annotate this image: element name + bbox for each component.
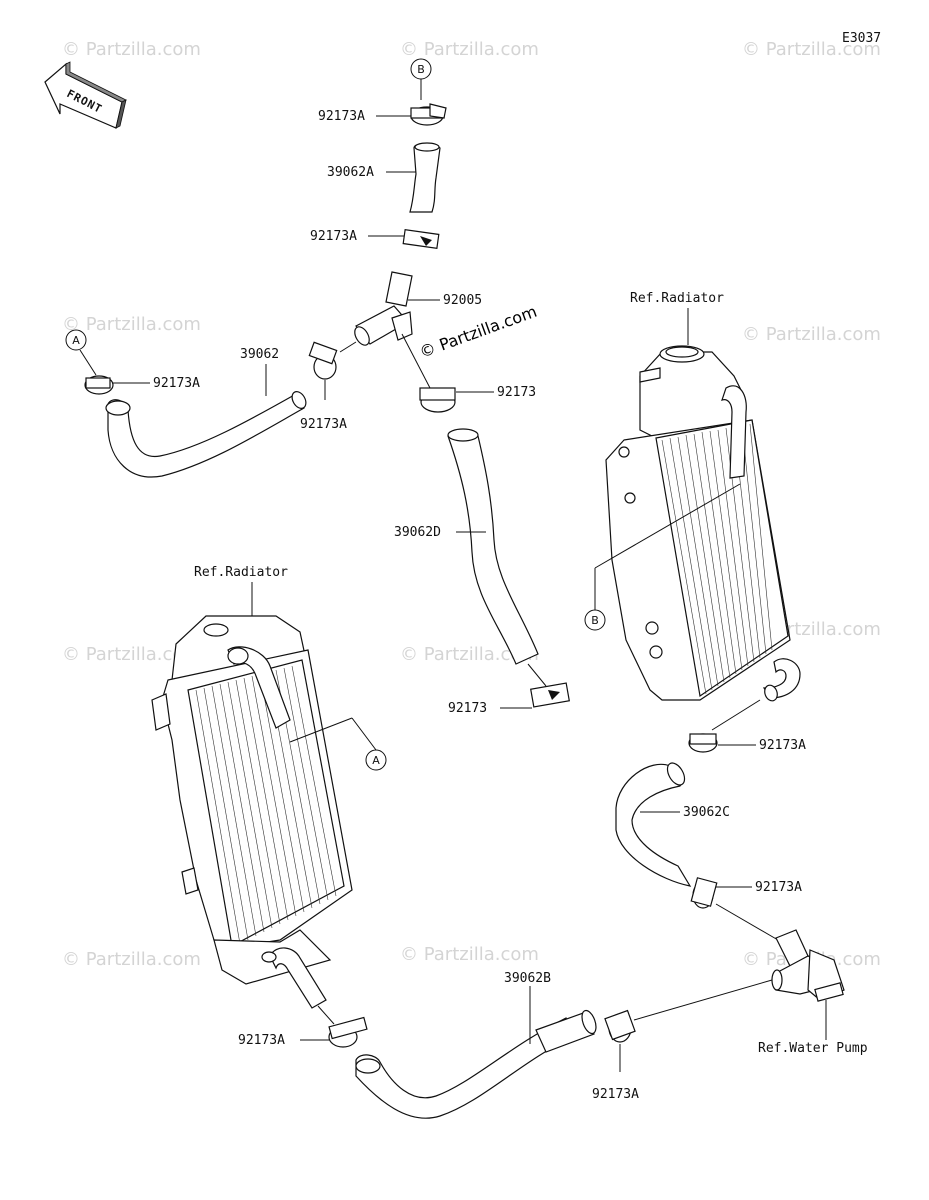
marker-b-label: B [417, 63, 425, 76]
part-label-hose-left-upper: 39062 [240, 347, 279, 362]
hose-left-upper [107, 393, 305, 478]
marker-a-label: A [72, 334, 80, 347]
marker-b-label: B [591, 614, 599, 627]
radiator-left [151, 615, 353, 1009]
ref-water-pump: Ref.Water Pump [758, 1041, 868, 1056]
water-pump-fitting [771, 929, 845, 1002]
diagram-code: E3037 [842, 31, 881, 46]
part-label-hose-center: 39062D [394, 525, 441, 540]
clamp-upper-mid [402, 229, 440, 249]
site-mark: © Partzilla.com [417, 302, 540, 362]
ref-radiator-left: Ref.Radiator [194, 565, 288, 580]
watermark: © Partzilla.com [62, 314, 201, 335]
watermark: © Partzilla.com [62, 39, 201, 60]
clamp-center-low [530, 682, 570, 708]
part-label-clamp-top: 92173A [318, 109, 365, 124]
part-label-clamp-left-radiator: 92173A [238, 1033, 285, 1048]
watermark: © Partzilla.com [62, 949, 201, 970]
ref-radiator-right: Ref.Radiator [630, 291, 724, 306]
part-label-clamp-joint-left: 92173A [300, 417, 347, 432]
part-label-clamp-right-lower: 92173A [755, 880, 802, 895]
watermark: © Partzilla.com [742, 324, 881, 345]
clamp-left-upper [84, 375, 114, 395]
joint-92005 [354, 271, 413, 346]
clamp-joint-left [308, 341, 338, 380]
part-label-clamp-pump: 92173A [592, 1087, 639, 1102]
part-label-joint: 92005 [443, 293, 482, 308]
hose-right [615, 763, 692, 887]
radiator-right [605, 345, 801, 702]
hose-top [409, 142, 441, 213]
part-label-clamp-center-low: 92173 [448, 701, 487, 716]
clamp-joint-right [419, 387, 456, 413]
clamp-left-radiator [328, 1016, 368, 1048]
clamp-pump [604, 1009, 636, 1043]
front-arrow-icon: FRONT [44, 61, 127, 129]
part-label-clamp-upper-mid: 92173A [310, 229, 357, 244]
hose-center [447, 429, 539, 665]
marker-a-left [65, 329, 87, 351]
part-label-hose-right: 39062C [683, 805, 730, 820]
clamp-right-lower [690, 877, 718, 909]
watermark: © Partzilla.com [742, 39, 881, 60]
watermark: © Partzilla.com [400, 644, 539, 665]
part-label-clamp-left-upper: 92173A [153, 376, 200, 391]
marker-a-label: A [372, 754, 380, 767]
watermark: © Partzilla.com [62, 644, 201, 665]
part-label-clamp-right-radiator: 92173A [759, 738, 806, 753]
part-label-clamp-joint-right: 92173 [497, 385, 536, 400]
part-label-hose-bottom: 39062B [504, 971, 551, 986]
clamp-top [410, 103, 447, 126]
part-label-hose-top: 39062A [327, 165, 374, 180]
watermark: © Partzilla.com [400, 944, 539, 965]
clamp-right-radiator [688, 733, 718, 753]
watermark: © Partzilla.com [400, 39, 539, 60]
